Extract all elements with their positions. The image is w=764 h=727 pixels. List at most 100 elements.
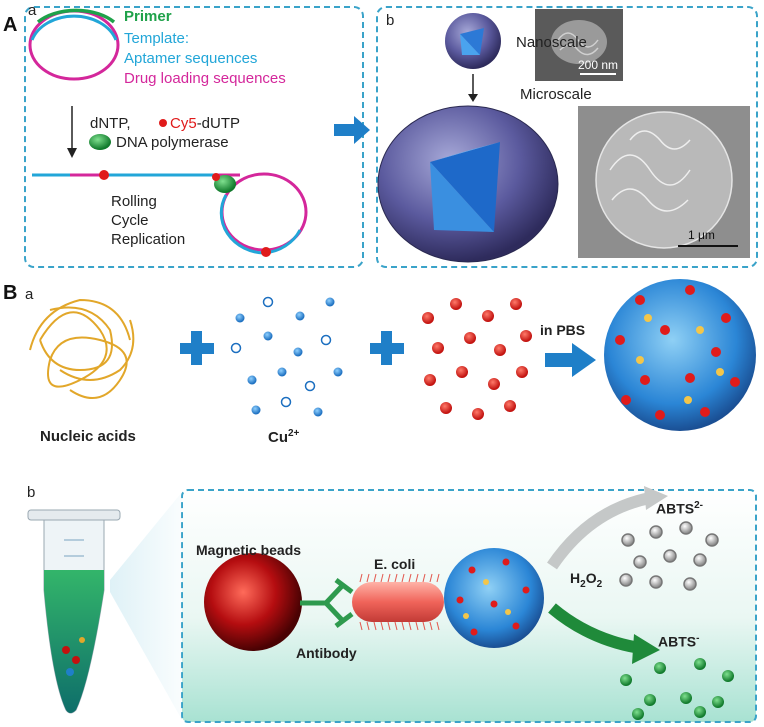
copper-ion-dot (280, 396, 292, 408)
copper-label: Cu2+ (268, 428, 299, 446)
copper-ion-dot (295, 311, 305, 321)
a-transition-arrow (334, 116, 370, 144)
pbs-label: in PBS (540, 322, 586, 338)
abts-grey-dot (621, 533, 635, 547)
drug-dot (472, 408, 484, 420)
ecoli-flagellum (373, 621, 377, 631)
legend-drug: Drug loading sequences (124, 70, 286, 87)
abts-bottom-text: ABTS (658, 633, 697, 650)
microscale-label: Microscale (520, 86, 592, 103)
abts-green-dot (632, 708, 644, 720)
abts-grey-dot (649, 575, 663, 589)
ecoli-flagellum (436, 621, 440, 631)
nanoflower-product (604, 279, 756, 431)
probe-drug-dot (522, 586, 530, 594)
plus-sign-1-icon (180, 331, 214, 365)
nanoflower-drug-dot (640, 375, 650, 385)
cy5-dot-icon (159, 119, 167, 127)
legend-primer: Primer (124, 8, 172, 25)
drug-dot (422, 312, 434, 324)
copper-ion-dot (320, 334, 332, 346)
magnetic-bead-icon (204, 553, 302, 651)
zoom-cone (110, 492, 182, 720)
nanoflower-drug-dot (730, 377, 740, 387)
drug-dots (422, 298, 532, 420)
drug-dot (482, 310, 494, 322)
ecoli-flagellum (380, 573, 384, 583)
template-circle (28, 8, 120, 81)
h2o2-sub-1: 2 (580, 578, 586, 590)
ecoli-flagellum (429, 573, 433, 583)
nanoscale-label: Nanoscale (516, 34, 587, 51)
abts-grey-dot (705, 533, 719, 547)
abts-top-text: ABTS (656, 500, 695, 517)
ecoli-flagellum (422, 573, 426, 583)
probe-drug-dot (502, 558, 510, 566)
ecoli-flagellum (387, 573, 391, 583)
nanoflower-drug-dot (660, 325, 670, 335)
reaction-arrow (67, 106, 77, 158)
drug-dot (464, 332, 476, 344)
abts-green-dot (654, 662, 666, 674)
rca-product (32, 170, 308, 257)
nanoflower-drug-dot (700, 407, 710, 417)
panel-a-letter: A (3, 14, 18, 36)
h2o2-sub-2: 2 (596, 578, 603, 590)
drug-dot (440, 402, 452, 414)
ecoli-flagellum (422, 621, 426, 631)
nanoflower-dna-dot (684, 396, 692, 404)
reagent-cy5: Cy5-dUTP (170, 115, 240, 132)
copper-ion-dot (251, 405, 261, 415)
probe-drug-dot (470, 628, 478, 636)
probe-drug-dot (490, 600, 498, 608)
nanoflower-drug-dot (685, 373, 695, 383)
copper-ion-dot (304, 380, 316, 392)
drug-dot (456, 366, 468, 378)
rca-line-2: Cycle (111, 212, 149, 229)
copper-charge: 2+ (288, 428, 300, 439)
nanoflower-drug-dot (621, 395, 631, 405)
panel-b-b-letter: b (27, 484, 36, 501)
abts-green-dot (620, 674, 632, 686)
nanoflower-drug-dot (685, 285, 695, 295)
panel-a-a-letter: a (28, 2, 37, 19)
drug-dot (432, 342, 444, 354)
nanoflower-dna-dot (696, 326, 704, 334)
abts-grey-dot (619, 573, 633, 587)
drug-dot (424, 374, 436, 386)
copper-ion-dot (230, 342, 242, 354)
rca-line-1: Rolling (111, 193, 157, 210)
abts-grey-dot (693, 553, 707, 567)
copper-ion-dot (293, 347, 303, 357)
abts-grey-dot (663, 549, 677, 563)
abts-green-dot (644, 694, 656, 706)
drug-dot (510, 298, 522, 310)
abts-2minus-label: ABTS2- (656, 500, 703, 517)
panel-a-b-letter: b (386, 12, 395, 29)
ecoli-flagellum (359, 621, 363, 631)
drug-dot (450, 298, 462, 310)
h2o2-o: O (585, 570, 597, 586)
ecoli-flagellum (401, 621, 405, 631)
panel-a-a-box (24, 6, 364, 268)
ecoli-flagellum (408, 573, 412, 583)
copper-ion-dot (262, 296, 274, 308)
ecoli-flagellum (380, 621, 384, 631)
abts-grey-dot (633, 555, 647, 569)
abts-green-dots (620, 658, 734, 720)
panel-b-a-letter: a (25, 286, 34, 303)
panel-b-letter: B (3, 282, 18, 304)
ecoli-flagellum (408, 621, 412, 631)
polymerase-icon (89, 134, 111, 150)
nanoflower-drug-dot (721, 313, 731, 323)
microscale-sphere (377, 105, 559, 263)
abts-green-dot (712, 696, 724, 708)
plus-sign-2-icon (370, 331, 404, 365)
drug-dot (494, 344, 506, 356)
reagent-polymerase: DNA polymerase (116, 134, 229, 151)
sem-nanoscale-image (535, 9, 623, 81)
ecoli-flagellum (387, 621, 391, 631)
nanoscale-sphere (445, 13, 501, 69)
ecoli-flagellum (359, 573, 363, 583)
